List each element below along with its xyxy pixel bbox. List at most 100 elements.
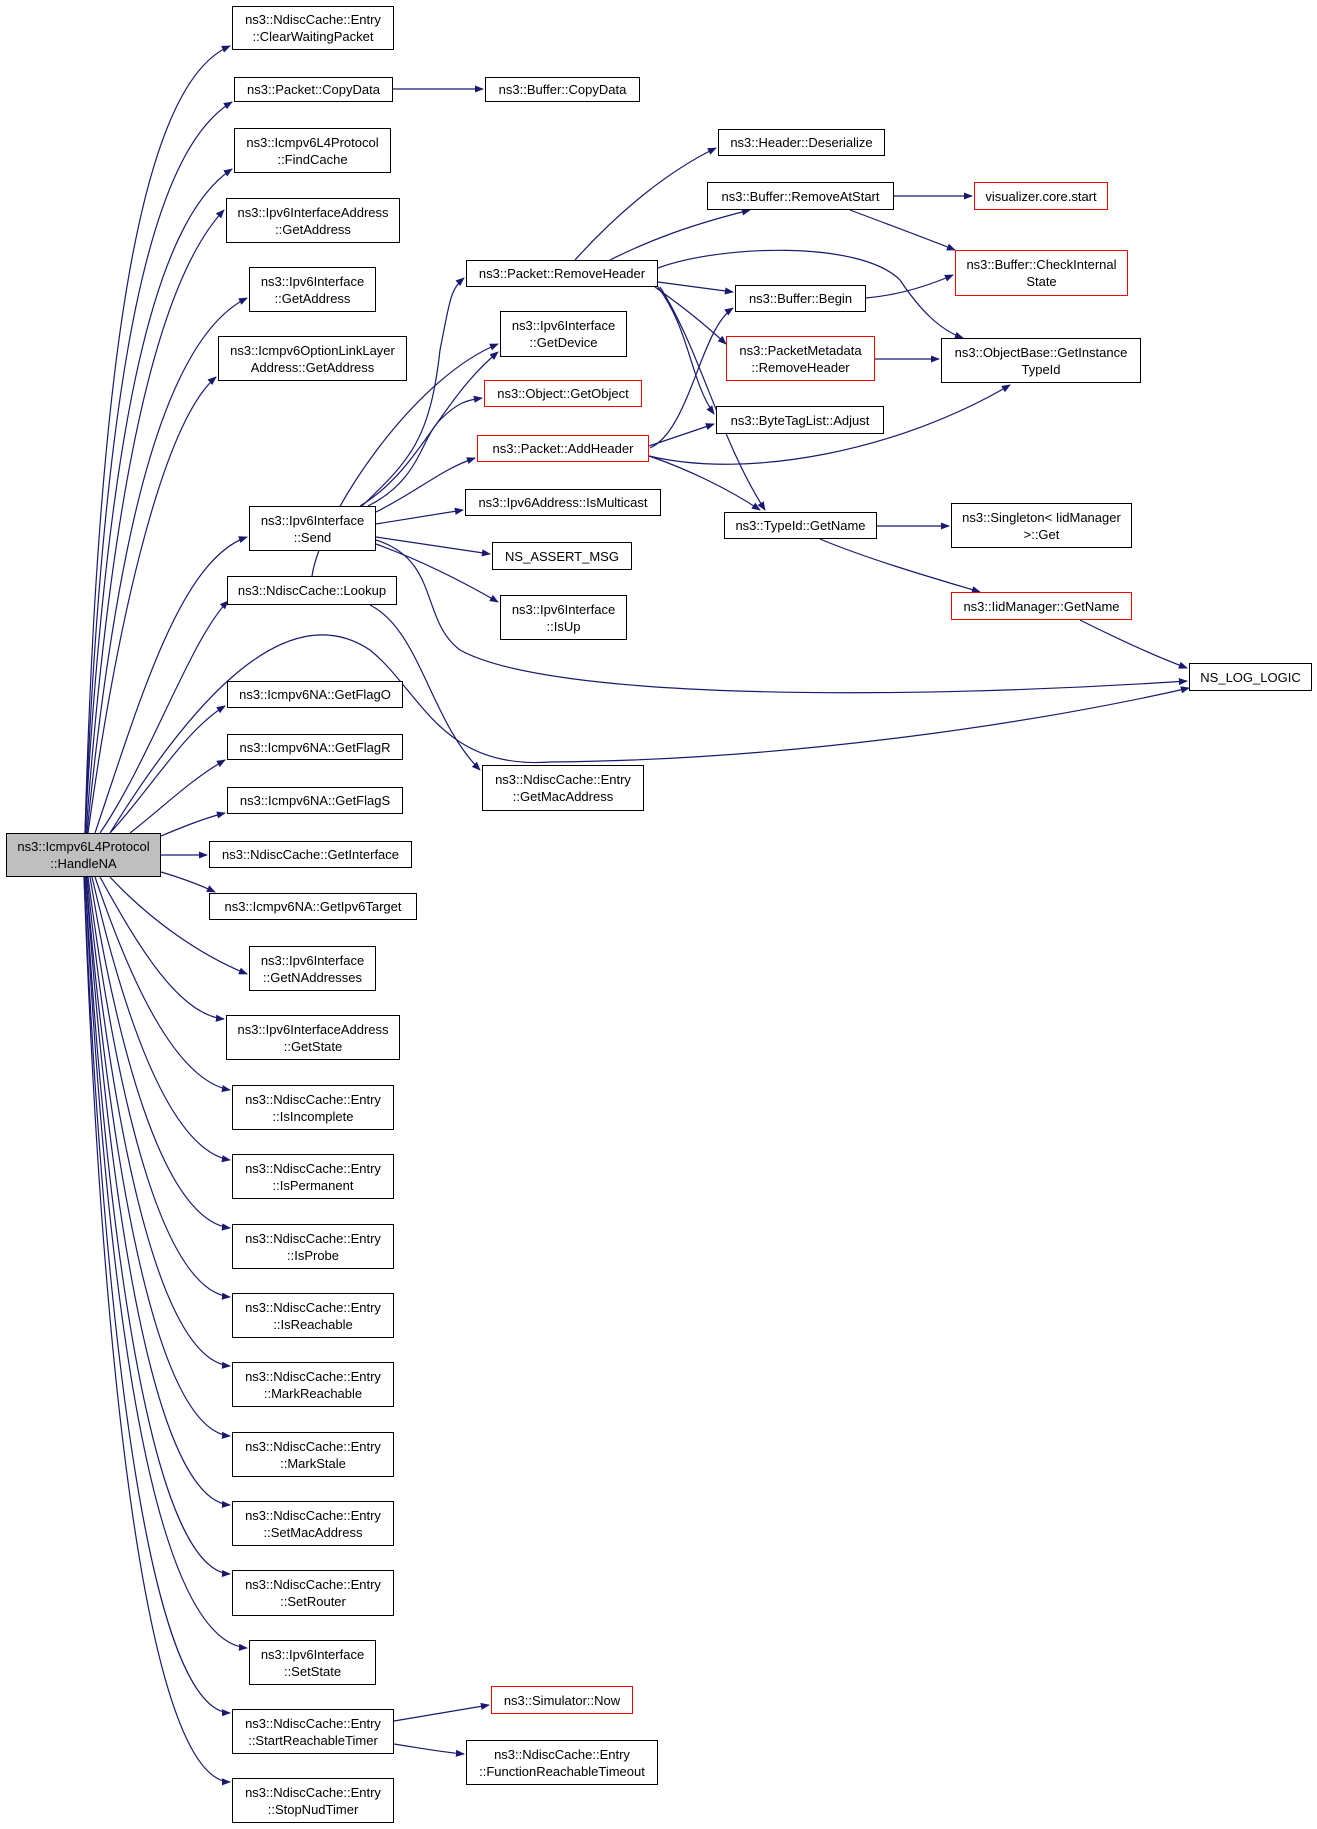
node-root: ns3::Icmpv6L4Protocol::HandleNA <box>6 833 161 877</box>
node-markstale[interactable]: ns3::NdiscCache::Entry::MarkStale <box>232 1432 394 1477</box>
call-edges <box>83 45 1190 1786</box>
node-stopnud-line2: ::StopNudTimer <box>267 1801 359 1817</box>
node-isprobe-line2: ::IsProbe <box>286 1247 340 1263</box>
node-singleton-get-line1: ns3::Singleton< IidManager <box>962 509 1121 525</box>
node-ispermanent-line1: ns3::NdiscCache::Entry <box>245 1160 381 1176</box>
node-getinterface[interactable]: ns3::NdiscCache::GetInterface <box>209 841 412 868</box>
node-buffer-copydata[interactable]: ns3::Buffer::CopyData <box>485 77 640 102</box>
node-getinterface-line1: ns3::NdiscCache::GetInterface <box>221 847 400 862</box>
node-lookup-line1: ns3::NdiscCache::Lookup <box>237 583 387 598</box>
node-assert-msg[interactable]: NS_ASSERT_MSG <box>492 542 632 570</box>
node-getdevice-line2: ::GetDevice <box>529 335 598 350</box>
node-visualizer-start[interactable]: visualizer.core.start <box>974 182 1108 210</box>
node-bytetaglist-adjust[interactable]: ns3::ByteTagList::Adjust <box>716 406 884 434</box>
edge-addheader-typeid <box>648 455 761 511</box>
node-setmacaddress-line1: ns3::NdiscCache::Entry <box>245 1507 381 1523</box>
node-ifaddr-getstate[interactable]: ns3::Ipv6InterfaceAddress::GetState <box>226 1015 400 1060</box>
node-findcache[interactable]: ns3::Icmpv6L4Protocol::FindCache <box>234 128 391 173</box>
node-setmacaddress-line2: ::SetMacAddress <box>263 1524 363 1540</box>
node-markreachable-line1: ns3::NdiscCache::Entry <box>245 1368 381 1384</box>
node-lookup[interactable]: ns3::NdiscCache::Lookup <box>227 576 397 605</box>
node-ismulticast[interactable]: ns3::Ipv6Address::IsMulticast <box>465 489 661 516</box>
node-getflago[interactable]: ns3::Icmpv6NA::GetFlagO <box>227 681 403 708</box>
node-removeheader[interactable]: ns3::Packet::RemoveHeader <box>466 260 658 287</box>
node-iface-getaddress-line1: ns3::Ipv6Interface <box>260 273 365 289</box>
node-isincomplete[interactable]: ns3::NdiscCache::Entry::IsIncomplete <box>232 1085 394 1130</box>
node-getflags[interactable]: ns3::Icmpv6NA::GetFlagS <box>227 787 403 814</box>
node-markstale-line2: ::MarkStale <box>280 1455 346 1471</box>
node-ifaddr-getaddress[interactable]: ns3::Ipv6InterfaceAddress::GetAddress <box>226 198 400 243</box>
node-getipv6target[interactable]: ns3::Icmpv6NA::GetIpv6Target <box>209 893 417 920</box>
node-buffer-checkinternal-line1: ns3::Buffer::CheckInternal <box>966 257 1117 272</box>
node-root-line2: ::HandleNA <box>50 856 117 871</box>
node-packetmetadata-removeheader[interactable]: ns3::PacketMetadata::RemoveHeader <box>726 336 875 381</box>
node-buffer-begin[interactable]: ns3::Buffer::Begin <box>735 285 866 312</box>
node-clear-waiting[interactable]: ns3::NdiscCache::Entry::ClearWaitingPack… <box>232 6 394 50</box>
node-setstate-line1: ns3::Ipv6Interface <box>260 1646 365 1662</box>
node-ispermanent-line2: ::IsPermanent <box>272 1177 354 1193</box>
node-iface-send[interactable]: ns3::Ipv6Interface::Send <box>249 506 376 551</box>
edge-root-getflags <box>160 811 226 837</box>
node-iface-getaddress-line2: ::GetAddress <box>274 290 351 306</box>
node-getmacaddress[interactable]: ns3::NdiscCache::Entry::GetMacAddress <box>482 765 644 811</box>
node-ismulticast-line1: ns3::Ipv6Address::IsMulticast <box>478 495 648 510</box>
node-ispermanent[interactable]: ns3::NdiscCache::Entry::IsPermanent <box>232 1154 394 1199</box>
node-addheader[interactable]: ns3::Packet::AddHeader <box>477 435 649 462</box>
node-ns-log-logic[interactable]: NS_LOG_LOGIC <box>1189 663 1312 691</box>
node-getdevice[interactable]: ns3::Ipv6Interface::GetDevice <box>500 311 627 357</box>
edge-root-isreachable <box>87 876 231 1300</box>
node-optlink-getaddress-line1: ns3::Icmpv6OptionLinkLayer <box>230 342 395 358</box>
node-singleton-get[interactable]: ns3::Singleton< IidManager>::Get <box>951 503 1132 548</box>
node-getflagr[interactable]: ns3::Icmpv6NA::GetFlagR <box>227 734 403 760</box>
node-buffer-removeatstart[interactable]: ns3::Buffer::RemoveAtStart <box>707 182 894 210</box>
node-packetmetadata-removeheader-line1: ns3::PacketMetadata <box>739 342 862 358</box>
node-fn-reachable-timeout[interactable]: ns3::NdiscCache::Entry::FunctionReachabl… <box>466 1740 658 1785</box>
node-fn-reachable-timeout-line2: ::FunctionReachableTimeout <box>479 1763 645 1779</box>
edge-startreachable-timeout <box>393 1743 465 1757</box>
node-getobject-line1: ns3::Object::GetObject <box>497 386 629 401</box>
node-setrouter-line1: ns3::NdiscCache::Entry <box>245 1577 381 1592</box>
node-simulator-now[interactable]: ns3::Simulator::Now <box>491 1686 633 1714</box>
edge-root-setmacaddress <box>85 876 231 1509</box>
edge-root-markstale <box>85 876 231 1439</box>
node-setrouter[interactable]: ns3::NdiscCache::Entry::SetRouter <box>232 1570 394 1616</box>
edge-root-iface-getaddress <box>86 297 248 834</box>
node-isreachable[interactable]: ns3::NdiscCache::Entry::IsReachable <box>232 1293 394 1338</box>
node-typeid-getname[interactable]: ns3::TypeId::GetName <box>724 512 877 539</box>
node-ifaddr-getaddress-line1: ns3::Ipv6InterfaceAddress <box>237 204 389 220</box>
edge-removeheader-removeatstart <box>609 208 751 261</box>
node-getobject[interactable]: ns3::Object::GetObject <box>484 380 642 407</box>
node-isprobe-line1: ns3::NdiscCache::Entry <box>245 1230 381 1246</box>
edge-root-ispermanent <box>91 876 231 1163</box>
node-setmacaddress[interactable]: ns3::NdiscCache::Entry::SetMacAddress <box>232 1501 394 1546</box>
node-isup-line1: ns3::Ipv6Interface <box>511 601 616 617</box>
node-markreachable[interactable]: ns3::NdiscCache::Entry::MarkReachable <box>232 1362 394 1407</box>
edge-send-ismulticast <box>375 507 464 525</box>
node-isprobe[interactable]: ns3::NdiscCache::Entry::IsProbe <box>232 1224 394 1269</box>
node-iface-getaddress[interactable]: ns3::Ipv6Interface::GetAddress <box>249 267 376 312</box>
node-packetmetadata-removeheader-line2: ::RemoveHeader <box>751 359 850 375</box>
edge-root-isprobe <box>89 876 231 1231</box>
node-getnaddresses[interactable]: ns3::Ipv6Interface::GetNAddresses <box>249 946 376 991</box>
edge-root-setstate <box>84 876 248 1651</box>
node-objectbase-getinstance-line2: TypeId <box>1021 361 1061 377</box>
node-getflago-line1: ns3::Icmpv6NA::GetFlagO <box>239 687 391 702</box>
edge-root-setrouter <box>84 876 231 1578</box>
node-getipv6target-line1: ns3::Icmpv6NA::GetIpv6Target <box>224 899 402 914</box>
node-iidmanager-getname[interactable]: ns3::IidManager::GetName <box>951 592 1132 620</box>
node-stopnud[interactable]: ns3::NdiscCache::Entry::StopNudTimer <box>232 1778 394 1823</box>
node-ns-log-logic-line1: NS_LOG_LOGIC <box>1200 669 1301 685</box>
node-markstale-line1: ns3::NdiscCache::Entry <box>245 1438 381 1454</box>
node-typeid-getname-line1: ns3::TypeId::GetName <box>735 518 866 533</box>
node-header-deserialize[interactable]: ns3::Header::Deserialize <box>718 129 885 156</box>
edge-begin-checkinternal <box>865 274 954 299</box>
node-packet-copydata[interactable]: ns3::Packet::CopyData <box>234 77 393 102</box>
edge-root-stopnud <box>83 876 231 1786</box>
node-setstate[interactable]: ns3::Ipv6Interface::SetState <box>249 1640 376 1685</box>
node-isup[interactable]: ns3::Ipv6Interface::IsUp <box>500 595 627 640</box>
node-startreachable[interactable]: ns3::NdiscCache::Entry::StartReachableTi… <box>232 1709 394 1754</box>
edge-send-ns-log-logic <box>375 539 1188 694</box>
